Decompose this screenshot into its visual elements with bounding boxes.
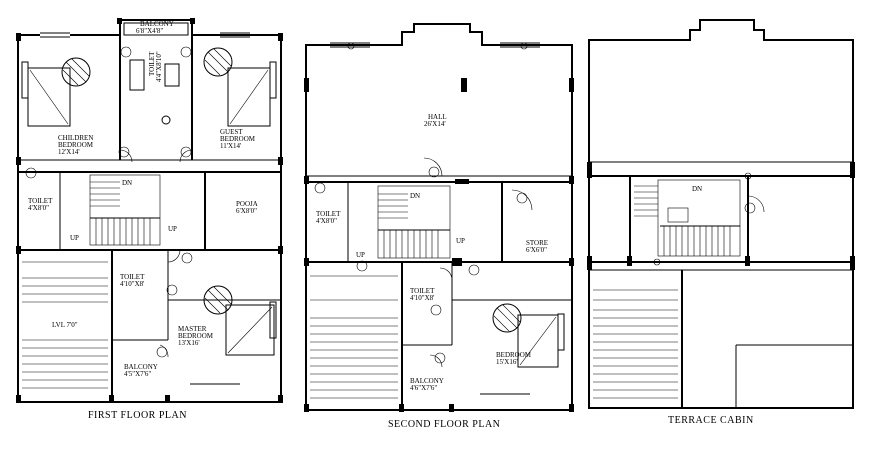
second-staircase — [377, 185, 451, 259]
master-bedroom-label: MASTER — [178, 325, 207, 333]
first-floor-plan: BALCONY 6'8"X4'8" CHILDREN BEDROOM 12'X1… — [16, 18, 283, 421]
terrace-caption: TERRACE CABIN — [668, 415, 754, 426]
children-bedroom-size: 12'X14' — [58, 148, 80, 156]
second-toilet2-size: 4'10"X8' — [410, 294, 434, 302]
first-toilet-low-label: TOILET — [120, 273, 145, 281]
children-bedroom-sub: BEDROOM — [58, 141, 94, 149]
second-stair-up-left: UP — [356, 251, 365, 259]
master-bedroom-size: 13'X16' — [178, 339, 200, 347]
first-toilet-low-size: 4'10"X8' — [120, 280, 144, 288]
guest-bedroom-size: 11'X14' — [220, 142, 241, 150]
first-toilet-mid-label: TOILET — [148, 51, 156, 76]
first-toilet-mid-size: 4'4"X8'10" — [155, 51, 163, 82]
first-balcony-low-label: BALCONY — [124, 363, 158, 371]
children-bedroom-label: CHILDREN — [58, 134, 93, 142]
terrace-lower-left-steps — [593, 289, 678, 399]
master-bed — [225, 304, 275, 356]
guest-bedroom-sub: BEDROOM — [220, 135, 256, 143]
pooja-label: POOJA — [236, 200, 258, 208]
hall-label: HALL — [428, 113, 447, 121]
store-size: 6'X6'0" — [526, 246, 547, 254]
first-toilet-left-label: TOILET — [28, 197, 53, 205]
terrace-staircase — [634, 179, 741, 257]
terrace-outer-wall — [588, 19, 854, 409]
store-label: STORE — [526, 239, 548, 247]
first-lower-left-steps — [22, 261, 108, 389]
hall-size: 26'X14' — [424, 120, 446, 128]
second-bedroom-size: 15'X16' — [496, 358, 518, 366]
first-lvl-label: LVL 7'0" — [52, 321, 78, 329]
first-stair-up-right: UP — [168, 225, 177, 233]
second-bedroom-label: BEDROOM — [496, 351, 532, 359]
first-balcony-top-size: 6'8"X4'8" — [136, 27, 163, 35]
second-stair-up-right: UP — [456, 237, 465, 245]
second-toilet-label: TOILET — [316, 210, 341, 218]
terrace-cabin-plan: DN TERRACE CABIN — [587, 19, 855, 426]
second-toilet-size: 4'X8'0" — [316, 217, 337, 225]
second-toilet2-label: TOILET — [410, 287, 435, 295]
second-floor-plan: HALL 26'X14' TOILET 4'X8'0" DN UP UP STO… — [304, 23, 574, 430]
first-balcony-top-outline — [123, 22, 189, 36]
second-floor-outer-wall — [305, 23, 573, 411]
first-stair-up-left: UP — [70, 234, 79, 242]
master-table — [203, 285, 233, 315]
second-stair-dn: DN — [410, 192, 420, 200]
first-balcony-top-label: BALCONY — [140, 20, 174, 28]
first-floor-caption: FIRST FLOOR PLAN — [88, 410, 187, 421]
master-bedroom-sub: BEDROOM — [178, 332, 214, 340]
pooja-size: 6'X8'0" — [236, 207, 257, 215]
terrace-stair-dn: DN — [692, 185, 702, 193]
guest-table — [203, 47, 233, 77]
second-balcony-label: BALCONY — [410, 377, 444, 385]
second-floor-caption: SECOND FLOOR PLAN — [388, 419, 500, 430]
first-stair-dn: DN — [122, 179, 132, 187]
children-table — [61, 57, 91, 87]
second-balcony-size: 4'6"X7'6" — [410, 384, 437, 392]
first-toilet-left-size: 4'X8'0" — [28, 204, 49, 212]
second-lower-left-steps — [310, 275, 398, 399]
first-balcony-low-size: 4'5"X7'6" — [124, 370, 151, 378]
first-staircase — [89, 174, 161, 246]
guest-bedroom-label: GUEST — [220, 128, 243, 136]
